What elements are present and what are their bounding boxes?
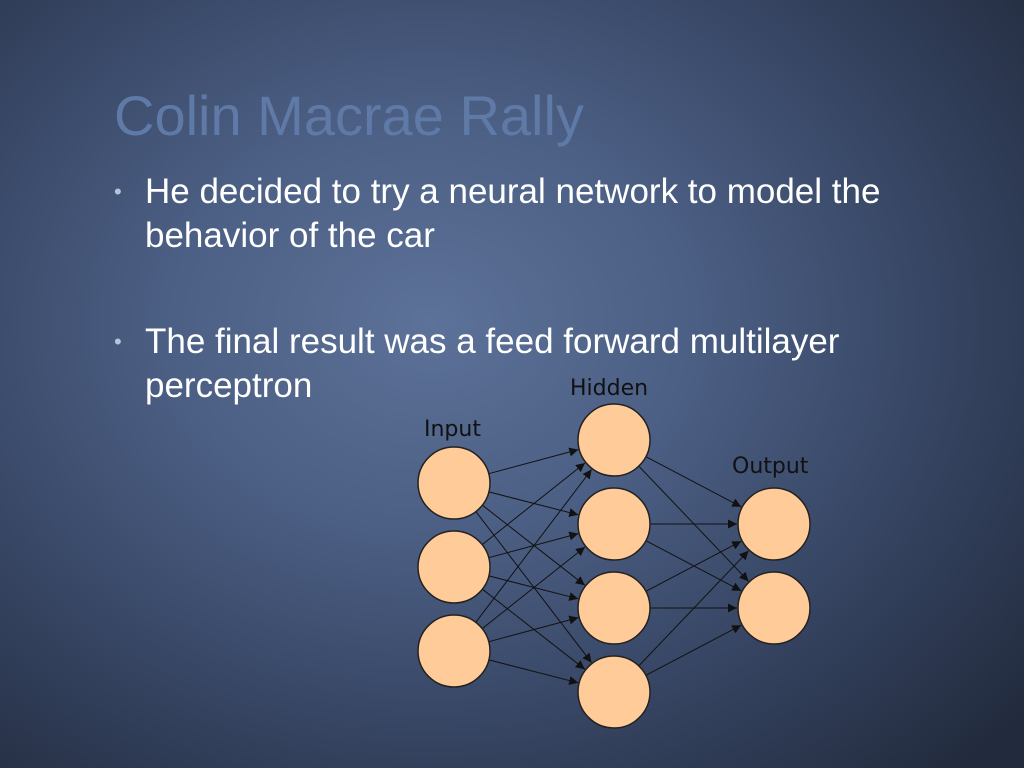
connection-arrow — [645, 624, 742, 676]
connection-arrow — [645, 540, 742, 592]
connection-arrow — [481, 462, 586, 545]
bullet-dot-icon: • — [114, 179, 122, 204]
output-neuron — [737, 487, 811, 561]
neuron-group — [417, 403, 811, 729]
input-neuron — [417, 530, 491, 604]
slide-title: Colin Macrae Rally — [114, 84, 584, 147]
hidden-neuron — [577, 655, 651, 729]
hidden-layer-label: Hidden — [570, 376, 648, 401]
connection-group — [475, 447, 749, 685]
bullet-text: The final result was a feed forward mult… — [145, 322, 840, 405]
output-neuron — [737, 571, 811, 645]
connection-arrow — [638, 550, 749, 667]
connection-arrow — [488, 615, 579, 643]
bullet-dot-icon: • — [114, 329, 122, 354]
hidden-neuron — [577, 487, 651, 561]
output-layer-label: Output — [732, 454, 809, 479]
bullet-item: • The final result was a feed forward mu… — [114, 320, 914, 408]
connection-arrow — [475, 469, 592, 623]
input-neuron — [417, 446, 491, 520]
input-layer-label: Input — [424, 417, 481, 442]
input-neuron — [417, 614, 491, 688]
connection-arrow — [481, 546, 586, 629]
bullet-text: He decided to try a neural network to mo… — [145, 172, 881, 255]
bullet-item: • He decided to try a neural network to … — [114, 170, 914, 258]
connection-arrow — [488, 659, 579, 685]
bullet-list: • He decided to try a neural network to … — [114, 170, 914, 408]
connection-arrow — [645, 456, 742, 508]
connection-arrow — [488, 447, 579, 475]
hidden-neuron — [577, 571, 651, 645]
hidden-neuron — [577, 403, 651, 477]
